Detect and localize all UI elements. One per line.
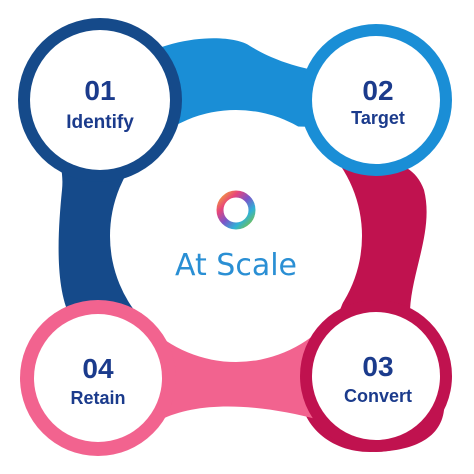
center-title: At Scale [175,248,297,283]
step-03-node: 03 Convert [300,300,452,452]
at-scale-logo-icon [216,190,256,230]
step-04-node: 04 Retain [20,300,176,456]
step-01-disc [30,30,170,170]
step-04-disc [34,314,162,442]
step-04-number: 04 [82,353,114,384]
step-02-label: Target [351,108,405,128]
step-04-label: Retain [70,388,125,408]
step-02-disc [312,36,440,164]
step-03-disc [312,312,440,440]
step-01-node: 01 Identify [18,18,182,182]
step-02-number: 02 [362,75,393,106]
step-01-number: 01 [84,75,115,106]
step-03-number: 03 [362,351,393,382]
center-circle [110,110,362,362]
step-01-label: Identify [66,112,134,133]
step-03-label: Convert [344,386,412,406]
step-02-node: 02 Target [300,24,452,176]
